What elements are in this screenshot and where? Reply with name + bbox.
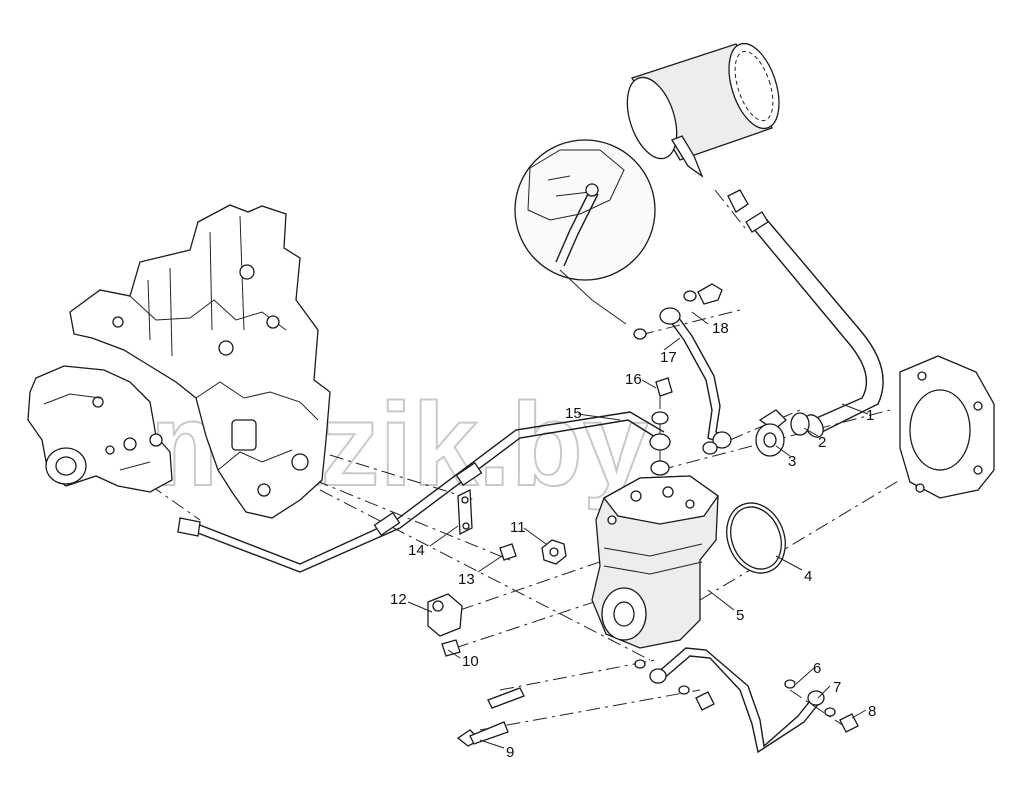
lower-oil-line: [634, 647, 859, 754]
callout-8: 8: [868, 703, 876, 720]
intake-hose: [745, 211, 884, 438]
oil-supply-line: [177, 411, 671, 573]
callout-labels: 1 2 3 4 5 6 7 8 9 10 11 12 13 14 15 16 1…: [390, 320, 876, 761]
assembly-lines: [149, 189, 901, 731]
callout-4: 4: [804, 568, 812, 585]
callout-6: 6: [813, 660, 821, 677]
callout-1: 1: [866, 407, 874, 424]
callout-16: 16: [625, 371, 642, 388]
leader-lines: [407, 311, 869, 749]
callout-5: 5: [736, 607, 744, 624]
callout-17: 17: [660, 349, 677, 366]
callout-10: 10: [462, 653, 479, 670]
callout-3: 3: [788, 453, 796, 470]
callout-9: 9: [506, 744, 514, 761]
callout-12: 12: [390, 591, 407, 608]
small-hardware: [427, 488, 567, 747]
left-pump-housing: [27, 365, 173, 493]
engine-cover-housing: [69, 204, 331, 519]
banjo-line: [633, 290, 732, 449]
mounting-flange: [899, 355, 995, 499]
air-compressor: [591, 475, 719, 649]
o-ring-seal-inner: [730, 506, 782, 570]
callout-18: 18: [712, 320, 729, 337]
callout-13: 13: [458, 571, 475, 588]
detail-inset: [514, 139, 656, 325]
callout-7: 7: [833, 679, 841, 696]
callout-2: 2: [818, 434, 826, 451]
fittings: [650, 283, 810, 476]
callout-11: 11: [510, 519, 526, 536]
callout-15: 15: [565, 405, 582, 422]
intake-pipe-top: [626, 42, 780, 213]
callout-14: 14: [408, 542, 425, 559]
